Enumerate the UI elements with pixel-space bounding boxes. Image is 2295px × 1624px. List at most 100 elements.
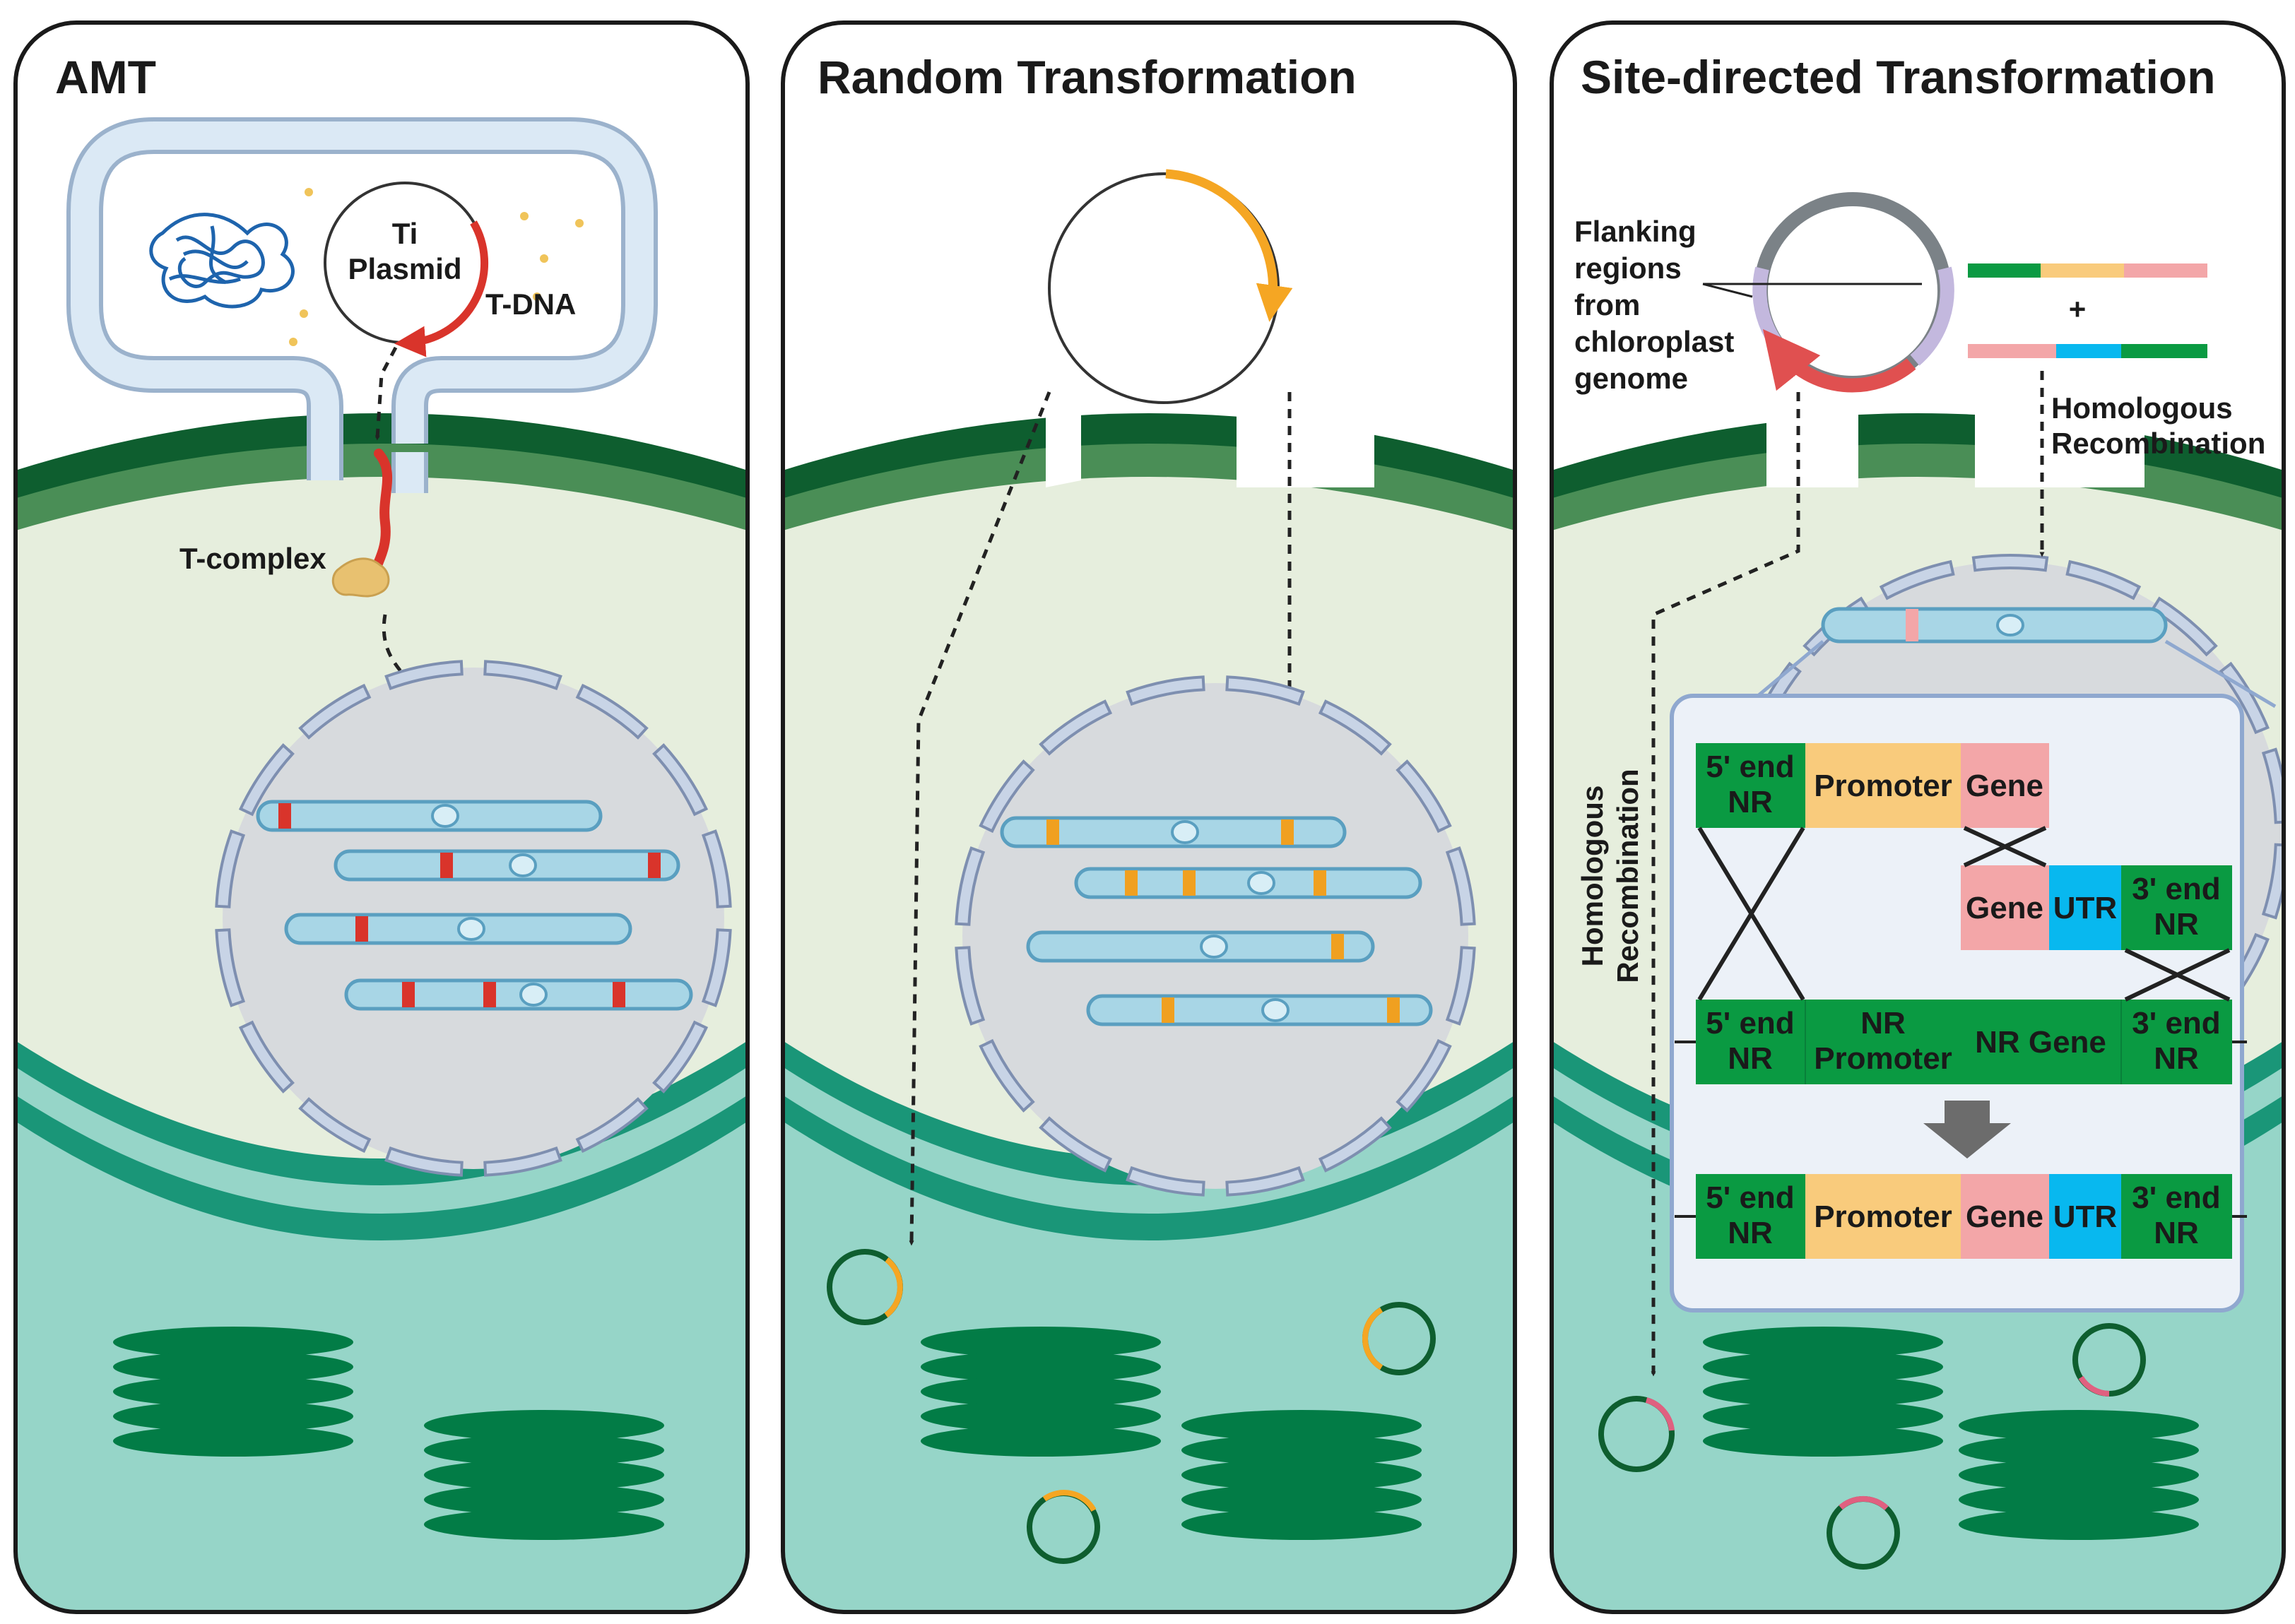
plasmid-circles xyxy=(1598,1323,2146,1570)
insertion-site xyxy=(278,803,291,829)
flanking-label: genome xyxy=(1574,362,1688,395)
centromere xyxy=(1171,820,1199,844)
nuclear-envelope-segment xyxy=(1318,699,1392,756)
block-nr-promoter xyxy=(1805,1000,1961,1084)
t-complex-label: T-complex xyxy=(179,542,326,575)
ti-plasmid-label: Ti xyxy=(392,217,418,250)
block-gene xyxy=(1961,743,2049,828)
block-gene xyxy=(1961,1174,2049,1259)
block-label: 5' end xyxy=(1706,749,1794,784)
transformation-plasmid xyxy=(1702,192,1954,393)
centromere xyxy=(1247,871,1275,895)
nuclear-envelope-segment xyxy=(955,946,986,1026)
block-promoter xyxy=(1805,743,1961,828)
recombination-zoom-box xyxy=(1670,694,2247,1312)
block-label: Gene xyxy=(1966,769,2043,803)
insertion-site xyxy=(440,853,453,878)
panel-title: Site-directed Transformation xyxy=(1581,51,2216,103)
centromere xyxy=(509,853,537,877)
nuclear-envelope-segment xyxy=(1445,946,1476,1026)
block-label: NR xyxy=(1728,1216,1773,1250)
block-label: Gene xyxy=(1966,1199,2043,1234)
centromere xyxy=(457,917,485,941)
nuclear-envelope-segment xyxy=(575,683,649,740)
block-5-end-nr xyxy=(1696,1000,1805,1084)
chromosome xyxy=(1821,607,2168,644)
dna-fragments xyxy=(1968,263,2207,358)
plus-sign: + xyxy=(2069,292,2087,326)
nuclear-envelope-segment xyxy=(1126,1166,1205,1197)
nuclear-envelope-segment xyxy=(1126,675,1205,706)
insertion-site xyxy=(483,982,496,1007)
ti-plasmid xyxy=(324,182,489,357)
block-label: 5' end xyxy=(1706,1180,1794,1215)
flanking-label: chloroplast xyxy=(1574,325,1734,358)
block-label: Promoter xyxy=(1814,1041,1952,1076)
nuclear-envelope-segment xyxy=(1879,559,1955,600)
panel-frame xyxy=(13,20,750,1614)
nuclear-envelope-segment xyxy=(238,743,295,817)
plasmid-circles xyxy=(827,1249,1436,1564)
insertion-site xyxy=(1314,870,1326,896)
block-label: NR xyxy=(2154,907,2199,942)
panel-title: AMT xyxy=(55,51,156,103)
nuclear-envelope-segment xyxy=(955,846,986,926)
panel-site-directed: Flanking regions from chloroplast genome… xyxy=(1550,20,2286,1614)
insertion-site xyxy=(402,982,415,1007)
centromere xyxy=(1261,998,1290,1022)
block-utr xyxy=(2049,1174,2121,1259)
nuclear-envelope-segment xyxy=(1039,1116,1113,1173)
block-5-end-nr xyxy=(1696,743,1805,828)
chromosomes-amt xyxy=(256,800,693,1011)
agrobacterium xyxy=(66,117,658,493)
block-label: NR xyxy=(1728,1041,1773,1076)
nuclear-envelope-segment xyxy=(1039,699,1113,756)
bacterial-chromosome xyxy=(149,213,295,309)
nuclear-envelope-segment xyxy=(652,1020,709,1093)
insertion-site xyxy=(648,853,661,878)
nuclear-envelope-segment xyxy=(483,660,562,691)
block-nr-gene xyxy=(1961,1000,2121,1084)
chromosome xyxy=(1086,994,1433,1026)
flanking-label: Flanking xyxy=(1574,215,1697,248)
chromosome xyxy=(256,800,603,832)
centromere xyxy=(1200,935,1228,959)
nuclear-envelope-segment xyxy=(384,1146,464,1177)
block-label: UTR xyxy=(2053,1199,2117,1234)
insertion-site xyxy=(1281,819,1294,845)
hr-label: Recombination xyxy=(2051,427,2265,460)
nuclear-envelope-segment xyxy=(652,743,709,817)
block-label: Promoter xyxy=(1814,769,1952,803)
panel-amt: Ti Plasmid T-DNA T-complex xyxy=(13,20,750,1614)
block-gene xyxy=(1961,865,2049,950)
block-label: NR xyxy=(2154,1216,2199,1250)
block-3-end-nr xyxy=(2121,865,2232,950)
block-5-end-nr xyxy=(1696,1174,1805,1259)
flow-arrow xyxy=(909,391,1051,1246)
block-label: UTR xyxy=(2053,891,2117,925)
thylakoid-stacks xyxy=(1703,1327,2199,1540)
insertion-site xyxy=(1162,997,1174,1023)
block-label: Gene xyxy=(1966,891,2043,925)
block-promoter xyxy=(1805,1174,1961,1259)
nuclear-envelope-segment xyxy=(701,829,732,908)
hr-side-label: Homologous xyxy=(1576,786,1609,967)
block-utr xyxy=(2049,865,2121,950)
hr-side-label: Recombination xyxy=(1611,769,1644,983)
insertion-site xyxy=(1125,870,1138,896)
insertion-site xyxy=(613,982,625,1007)
hr-label: Homologous xyxy=(2051,391,2233,425)
nuclear-envelope-segment xyxy=(2065,559,2142,600)
insertion-site xyxy=(355,916,368,942)
block-label: 3' end xyxy=(2132,1180,2220,1215)
nuclear-envelope-segment xyxy=(701,928,732,1007)
insertion-site xyxy=(1046,819,1059,845)
nuclear-envelope-segment xyxy=(979,1038,1035,1113)
nuclear-envelope-segment xyxy=(1396,759,1452,834)
panel-title: Random Transformation xyxy=(818,51,1357,103)
ti-plasmid-label: Plasmid xyxy=(348,252,461,285)
nuclear-envelope-segment xyxy=(1396,1038,1452,1113)
insertion-site xyxy=(1387,997,1400,1023)
nuclear-envelope-segment xyxy=(1318,1116,1392,1173)
block-label: NR Gene xyxy=(1975,1025,2106,1060)
